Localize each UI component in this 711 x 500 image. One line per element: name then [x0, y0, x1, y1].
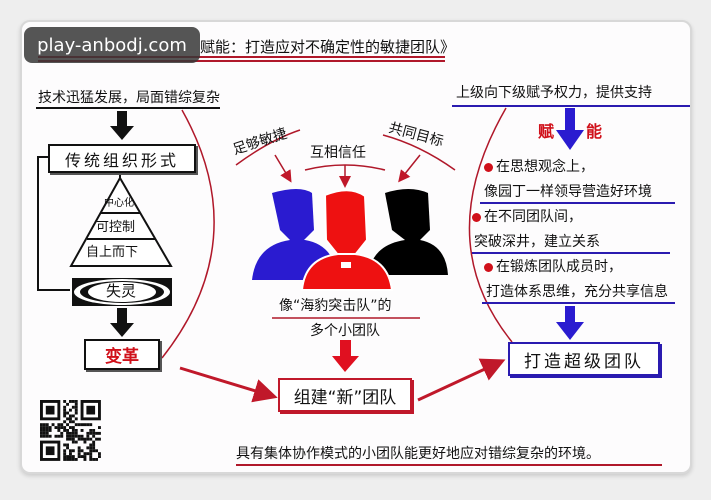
- person-icon-black: [368, 189, 448, 275]
- pyramid-level-1: 中心化: [104, 198, 134, 209]
- page-title: 赋能：打造应对不确定性的敏捷团队》: [200, 38, 456, 56]
- trait-trust: 互相信任: [310, 145, 366, 161]
- caption-line-1: 像“海豹突击队”的: [279, 298, 392, 314]
- right-curve: [468, 107, 513, 343]
- watermark: play-anbodj.com: [24, 27, 200, 63]
- bullet-1-line-1: 在思想观念上，: [484, 160, 594, 174]
- change-to-new-arrow: [179, 366, 278, 403]
- bullet-text: 在思想观念上，: [496, 159, 594, 175]
- bullet-2-line-2: 突破深井，建立关系: [474, 234, 600, 250]
- pyramid-level-3: 自上而下: [86, 245, 139, 260]
- down-arrow-icon: [110, 308, 134, 337]
- person-icon-red: [300, 189, 394, 291]
- failure-oval: [72, 278, 172, 306]
- bullet-icon: [484, 262, 493, 272]
- super-team-box: 打造超级团队: [508, 342, 660, 376]
- down-arrow-icon: [556, 108, 584, 150]
- collar: [341, 262, 351, 268]
- down-arrow-icon: [556, 306, 584, 340]
- bullet-text: 在不同团队间，: [484, 209, 582, 225]
- new-to-super-arrow: [417, 358, 506, 402]
- caption-line-2: 多个小团队: [310, 323, 380, 339]
- bullet-3-line-2: 打造体系思维，充分共享信息: [486, 284, 668, 300]
- trait-arrow: [274, 154, 292, 183]
- trait-underline: [382, 134, 456, 171]
- bullet-icon: [472, 212, 481, 222]
- pyramid-shape: [69, 172, 173, 267]
- conclusion-text: 具有集体协作模式的小团队能更好地应对错综复杂的环境。: [236, 446, 600, 462]
- empower-left: 赋: [538, 122, 555, 141]
- qr-code: [40, 400, 101, 461]
- bullet-icon: [484, 162, 493, 172]
- right-heading: 上级向下级赋予权力，提供支持: [456, 85, 652, 101]
- trait-arrow: [398, 154, 421, 183]
- down-arrow-icon: [332, 340, 359, 372]
- empower-right: 能: [586, 122, 603, 141]
- traditional-org-box: 传统组织形式: [48, 144, 196, 173]
- pyramid-level-2: 可控制: [96, 220, 136, 235]
- left-curve: [161, 109, 215, 359]
- down-arrow-icon: [110, 111, 134, 140]
- bullet-3-line-1: 在锻炼团队成员时，: [484, 260, 622, 274]
- trait-underline: [235, 129, 301, 166]
- failure-label: 失灵: [106, 282, 137, 300]
- change-box: 变革: [84, 339, 160, 370]
- feedback-line: [37, 156, 70, 291]
- left-heading: 技术迅猛发展，局面错综复杂: [38, 90, 220, 106]
- bullet-text: 在锻炼团队成员时，: [496, 259, 622, 275]
- bullet-1-line-2: 像园丁一样领导营造好环境: [484, 184, 652, 200]
- bullet-2-line-1: 在不同团队间，: [472, 210, 582, 224]
- new-team-box: 组建“新”团队: [278, 378, 412, 412]
